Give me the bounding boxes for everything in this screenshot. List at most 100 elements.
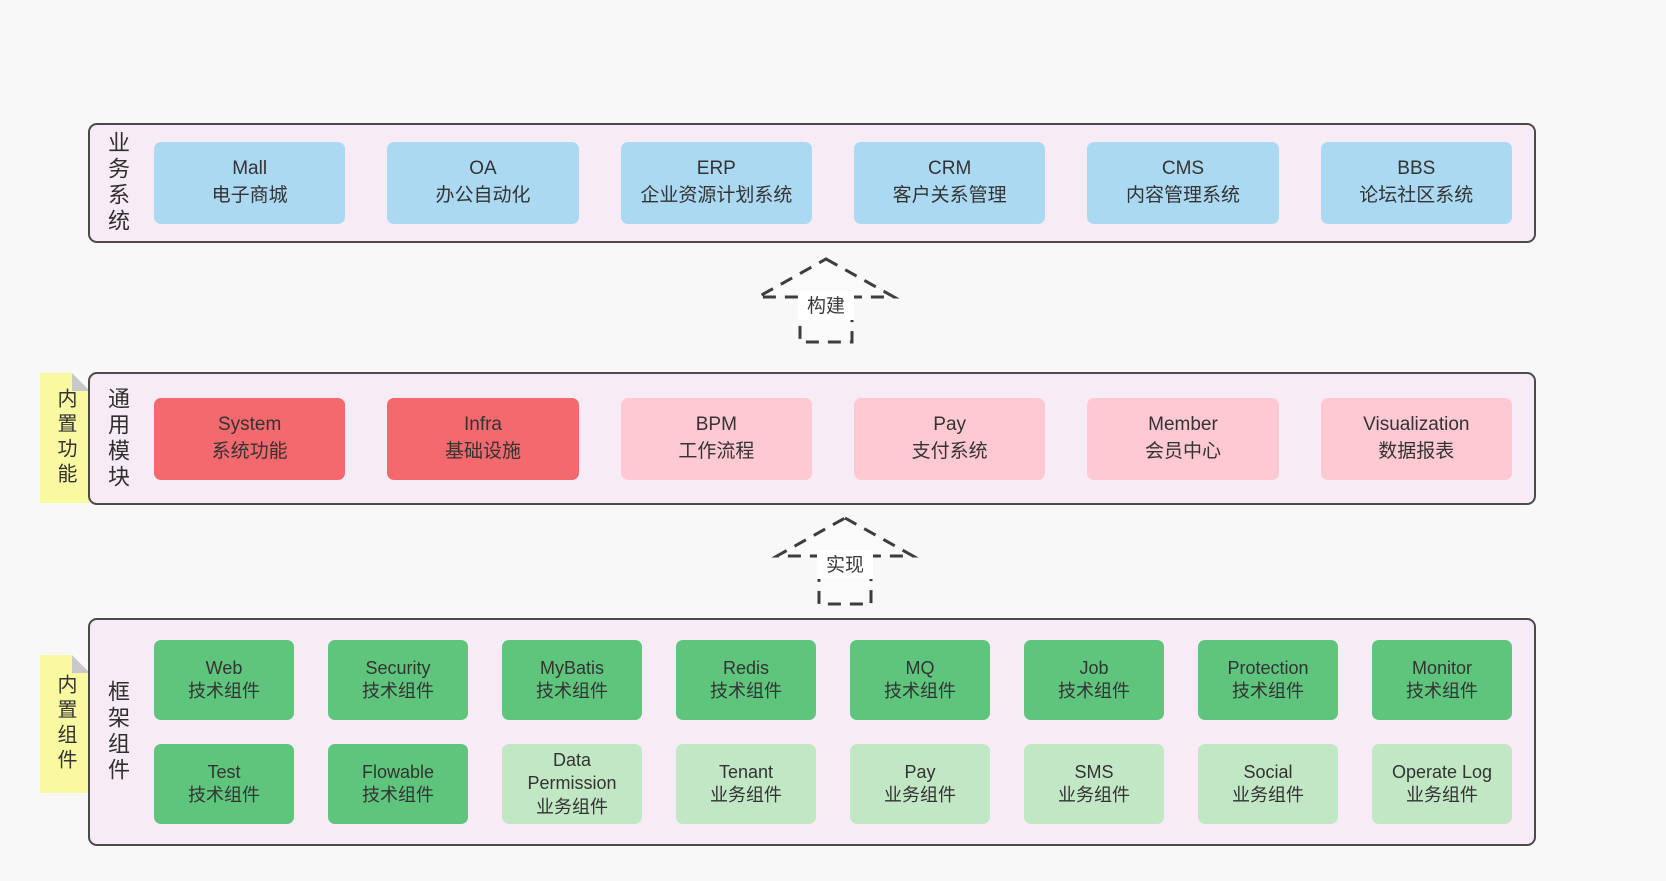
box-name: CMS xyxy=(1161,158,1205,180)
box-name: System xyxy=(217,413,282,435)
box-name: Data Permission xyxy=(527,750,617,794)
box-desc: 业务组件 xyxy=(536,796,608,817)
box-desc: 技术组件 xyxy=(1406,681,1478,701)
box-mq: MQ 技术组件 xyxy=(850,640,990,720)
box-name: MQ xyxy=(905,657,935,678)
box-crm: CRM 客户关系管理 xyxy=(853,142,1046,224)
box-visualization: Visualization 数据报表 xyxy=(1320,397,1512,480)
box-mybatis: MyBatis 技术组件 xyxy=(502,640,642,720)
section-label: 业务系统 xyxy=(105,131,130,235)
box-desc: 业务组件 xyxy=(884,785,956,805)
arrow-label-implement: 实现 xyxy=(826,554,864,576)
box-name: Test xyxy=(207,761,241,782)
box-row: Mall 电子商城 OA 办公自动化 ERP 企业资源计划系统 CRM 客户关系… xyxy=(154,142,1512,224)
box-row: Test 技术组件 Flowable 技术组件 Data Permission … xyxy=(154,744,1512,824)
box-name: Pay xyxy=(933,413,967,435)
box-pay: Pay 支付系统 xyxy=(853,397,1046,480)
box-name: Social xyxy=(1243,761,1293,782)
box-desc: 论坛社区系统 xyxy=(1359,185,1474,206)
box-desc: 支付系统 xyxy=(911,440,988,462)
arrow-up-implement-icon xyxy=(771,516,919,606)
box-desc: 业务组件 xyxy=(1232,785,1304,805)
box-grid: Web 技术组件 Security 技术组件 MyBatis 技术组件 Redi… xyxy=(128,640,1534,824)
box-name: Tenant xyxy=(718,761,774,782)
box-name: Operate Log xyxy=(1391,761,1493,782)
box-grid: System 系统功能 Infra 基础设施 BPM 工作流程 Pay 支付系统… xyxy=(128,397,1534,480)
box-desc: 工作流程 xyxy=(678,440,755,462)
box-tenant: Tenant 业务组件 xyxy=(676,744,816,824)
box-name: Pay xyxy=(904,761,936,782)
box-social: Social 业务组件 xyxy=(1198,744,1338,824)
box-desc: 技术组件 xyxy=(1058,681,1130,701)
box-desc: 会员中心 xyxy=(1144,440,1221,462)
box-desc: 技术组件 xyxy=(188,681,260,701)
arrow-label-bg xyxy=(817,550,873,579)
section-label: 框架组件 xyxy=(105,680,130,784)
box-infra: Infra 基础设施 xyxy=(387,397,579,480)
sticky-note-label: 内置功能 xyxy=(54,388,76,488)
sticky-note-built-in-components: 内置组件 xyxy=(40,655,90,793)
arrow-label-build: 构建 xyxy=(807,295,845,317)
box-desc: 技术组件 xyxy=(362,785,434,805)
box-desc: 业务组件 xyxy=(1058,785,1130,805)
section-business-systems: 业务系统 Mall 电子商城 OA 办公自动化 ERP 企业资源计划系统 CRM… xyxy=(88,123,1536,243)
box-member: Member 会员中心 xyxy=(1087,397,1279,480)
sticky-note-built-in-features: 内置功能 xyxy=(40,373,90,503)
box-desc: 电子商城 xyxy=(211,185,288,206)
box-desc: 技术组件 xyxy=(536,681,608,701)
box-desc: 基础设施 xyxy=(444,440,521,462)
box-name: Web xyxy=(205,657,243,678)
box-name: Member xyxy=(1148,413,1218,435)
box-name: Flowable xyxy=(361,761,435,782)
section-framework-components: 框架组件 Web 技术组件 Security 技术组件 MyBatis 技术组件… xyxy=(88,618,1536,846)
box-bbs: BBS 论坛社区系统 xyxy=(1320,142,1512,224)
arrow-label-bg xyxy=(798,291,854,320)
box-system: System 系统功能 xyxy=(154,397,346,480)
box-oa: OA 办公自动化 xyxy=(387,142,579,224)
box-desc: 技术组件 xyxy=(710,681,782,701)
box-desc: 技术组件 xyxy=(1232,681,1304,701)
box-desc: 业务组件 xyxy=(1406,785,1478,805)
section-label: 通用模块 xyxy=(105,386,130,491)
box-name: MyBatis xyxy=(539,657,604,678)
arrow-up-build-icon xyxy=(752,257,900,344)
box-desc: 数据报表 xyxy=(1378,440,1455,462)
box-name: Protection xyxy=(1227,657,1309,678)
section-common-modules: 通用模块 System 系统功能 Infra 基础设施 BPM 工作流程 Pay… xyxy=(88,372,1536,505)
box-cms: CMS 内容管理系统 xyxy=(1087,142,1279,224)
box-pay-biz: Pay 业务组件 xyxy=(850,744,990,824)
box-job: Job 技术组件 xyxy=(1024,640,1164,720)
box-name: Redis xyxy=(722,657,770,678)
box-name: BBS xyxy=(1397,158,1436,180)
box-grid: Mall 电子商城 OA 办公自动化 ERP 企业资源计划系统 CRM 客户关系… xyxy=(128,142,1534,224)
box-desc: 技术组件 xyxy=(362,681,434,701)
box-name: Infra xyxy=(463,413,502,435)
box-mall: Mall 电子商城 xyxy=(154,142,346,224)
box-desc: 企业资源计划系统 xyxy=(640,185,793,206)
box-desc: 技术组件 xyxy=(884,681,956,701)
box-desc: 业务组件 xyxy=(710,785,782,805)
box-operate-log: Operate Log 业务组件 xyxy=(1372,744,1512,824)
box-monitor: Monitor 技术组件 xyxy=(1372,640,1512,720)
box-sms: SMS 业务组件 xyxy=(1024,744,1164,824)
box-name: Job xyxy=(1079,657,1109,678)
box-redis: Redis 技术组件 xyxy=(676,640,816,720)
box-desc: 系统功能 xyxy=(211,440,288,462)
box-erp: ERP 企业资源计划系统 xyxy=(620,142,812,224)
box-desc: 客户关系管理 xyxy=(892,185,1007,206)
box-name: ERP xyxy=(696,158,736,180)
box-desc: 技术组件 xyxy=(188,785,260,805)
box-flowable: Flowable 技术组件 xyxy=(328,744,468,824)
box-protection: Protection 技术组件 xyxy=(1198,640,1338,720)
box-bpm: BPM 工作流程 xyxy=(620,397,812,480)
sticky-note-label: 内置组件 xyxy=(54,674,76,774)
box-name: Visualization xyxy=(1363,413,1470,435)
box-name: Mall xyxy=(232,158,268,180)
box-desc: 内容管理系统 xyxy=(1125,185,1240,206)
box-data-permission: Data Permission 业务组件 xyxy=(502,744,642,824)
box-test: Test 技术组件 xyxy=(154,744,294,824)
box-name: CRM xyxy=(928,158,972,180)
box-name: Security xyxy=(365,657,431,678)
box-name: Monitor xyxy=(1411,657,1473,678)
